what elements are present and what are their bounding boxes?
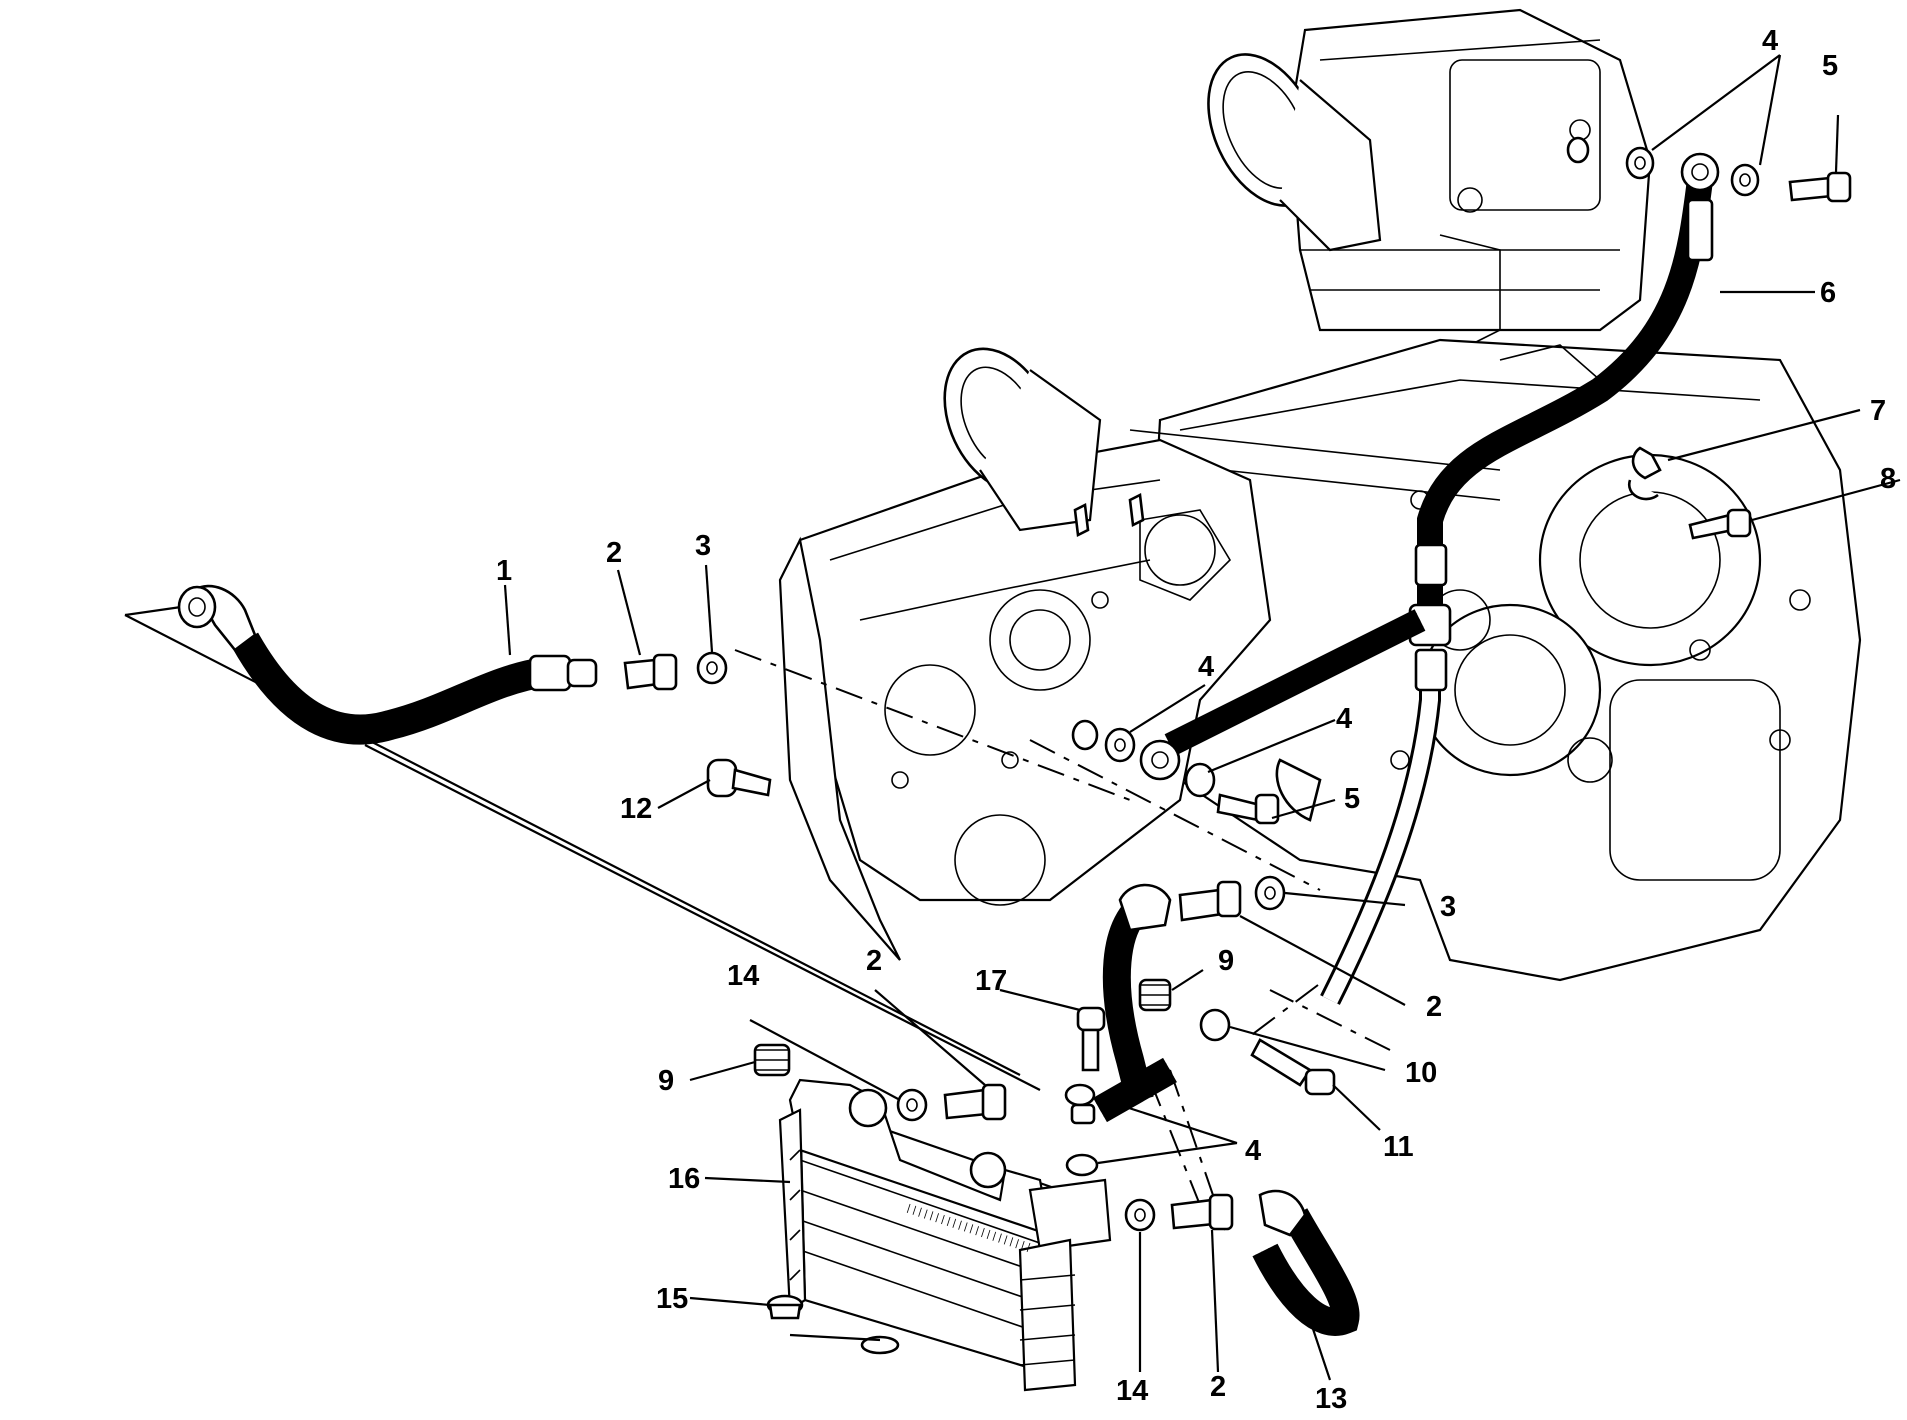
callout-14-top: 14 [727,960,759,992]
callout-labels: 1 2 3 4 5 6 7 8 4 4 5 12 3 2 9 10 11 14 … [496,25,1896,1415]
callout-14-bottom: 14 [1116,1375,1148,1407]
engine-assembly [778,8,1862,982]
callout-3-left: 3 [695,530,711,562]
callout-17: 17 [975,965,1007,997]
part-7-8-clip [1627,446,1752,540]
part-9-10-11-17 [753,978,1336,1177]
part-12-screw [706,758,772,798]
part-2-3-left-union [623,651,728,691]
part-16-oil-cooler: |||||||||||||||||||||| [778,1078,1112,1392]
part-15-drain-plug [766,1294,900,1355]
part-4-5-top-banjo [1566,136,1852,203]
callout-leaders [503,54,1901,1381]
part-2-3-lower-union [1178,875,1286,922]
callout-11: 11 [1383,1131,1414,1163]
callout-15: 15 [656,1283,688,1315]
callout-9-right: 9 [1218,945,1234,977]
callout-4-middle-a: 4 [1198,651,1214,683]
callout-16: 16 [668,1163,700,1195]
callout-4-middle-b: 4 [1336,703,1352,735]
callout-9-left: 9 [658,1065,674,1097]
callout-7: 7 [1870,395,1886,427]
part-1-hose [177,584,598,745]
part-4-5-middle-banjo [1071,609,1426,825]
callout-2-bottom: 2 [1210,1371,1226,1403]
callout-4-top: 4 [1762,25,1778,57]
callout-2-left: 2 [606,537,622,569]
callout-3-right: 3 [1440,891,1456,923]
callout-8: 8 [1880,463,1896,495]
callout-13: 13 [1315,1383,1347,1415]
callout-12: 12 [620,793,652,825]
callout-10: 10 [1405,1057,1437,1089]
callout-6: 6 [1820,277,1836,309]
callout-1: 1 [496,555,512,587]
part-6-hose [1320,152,1720,1005]
callout-2-cooler-top: 2 [866,945,882,977]
callout-5-middle: 5 [1344,783,1360,815]
part-13-hose [1093,883,1360,1336]
callout-4-lower: 4 [1245,1135,1261,1167]
part-14-washers [896,1088,1156,1232]
part-2-cooler-unions [943,1083,1234,1231]
callout-2-right: 2 [1426,991,1442,1023]
callout-5-top: 5 [1822,50,1838,82]
